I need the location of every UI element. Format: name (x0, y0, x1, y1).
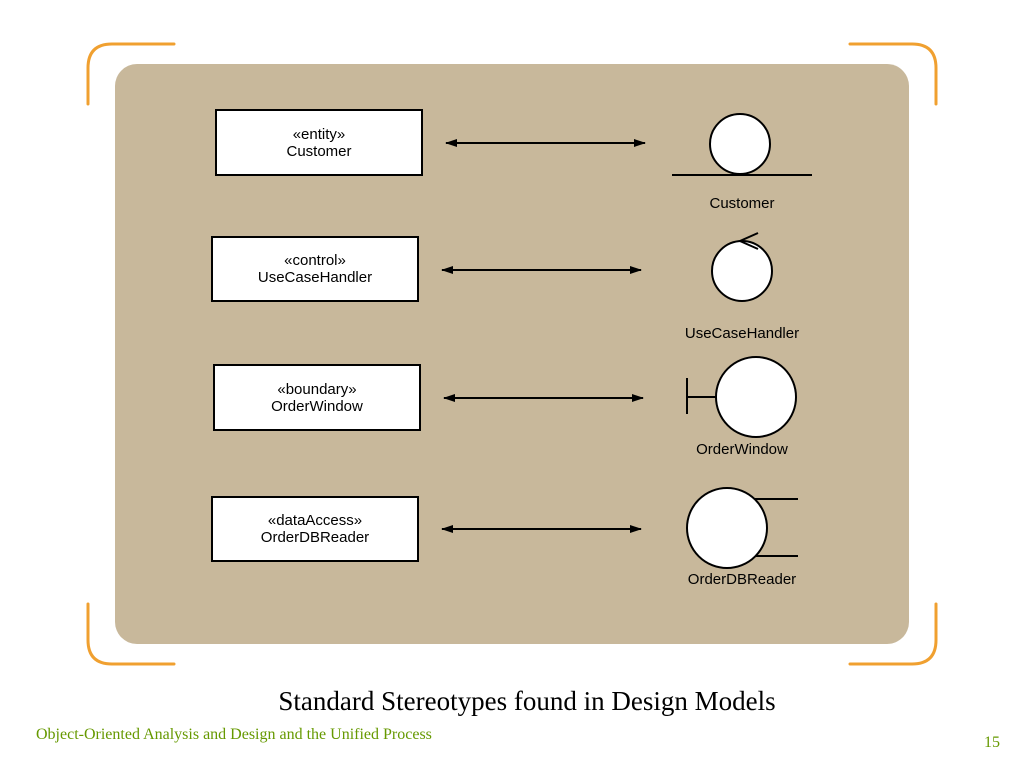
class-name: Customer (286, 142, 352, 160)
corner-bracket-top-left (86, 42, 176, 106)
icon-label-data-access: OrderDBReader (687, 571, 797, 588)
data-access-icon (686, 487, 798, 569)
class-name: OrderWindow (271, 397, 363, 415)
corner-bracket-top-right (848, 42, 938, 106)
icon-label-control: UseCaseHandler (684, 325, 800, 342)
stereotype-label: «entity» (292, 125, 346, 143)
class-box-control: «control» UseCaseHandler (211, 236, 419, 302)
control-icon (711, 232, 773, 302)
class-box-boundary: «boundary» OrderWindow (213, 364, 421, 431)
class-name: OrderDBReader (260, 529, 370, 546)
stereotype-label: «control» (284, 252, 346, 269)
boundary-icon (686, 356, 797, 438)
stereotype-label: «boundary» (277, 380, 357, 398)
corner-bracket-bottom-right (848, 602, 938, 666)
corner-bracket-bottom-left (86, 602, 176, 666)
class-box-data-access: «dataAccess» OrderDBReader (211, 496, 419, 562)
icon-label-boundary: OrderWindow (696, 441, 788, 458)
icon-label-entity: Customer (709, 195, 775, 212)
page-number: 15 (984, 734, 1000, 751)
stereotype-label: «dataAccess» (267, 512, 363, 529)
footer-course-title: Object-Oriented Analysis and Design and … (36, 726, 432, 743)
entity-icon (672, 113, 812, 176)
slide-caption: Standard Stereotypes found in Design Mod… (278, 686, 776, 716)
class-name: UseCaseHandler (257, 269, 373, 286)
class-box-entity: «entity» Customer (215, 109, 423, 176)
